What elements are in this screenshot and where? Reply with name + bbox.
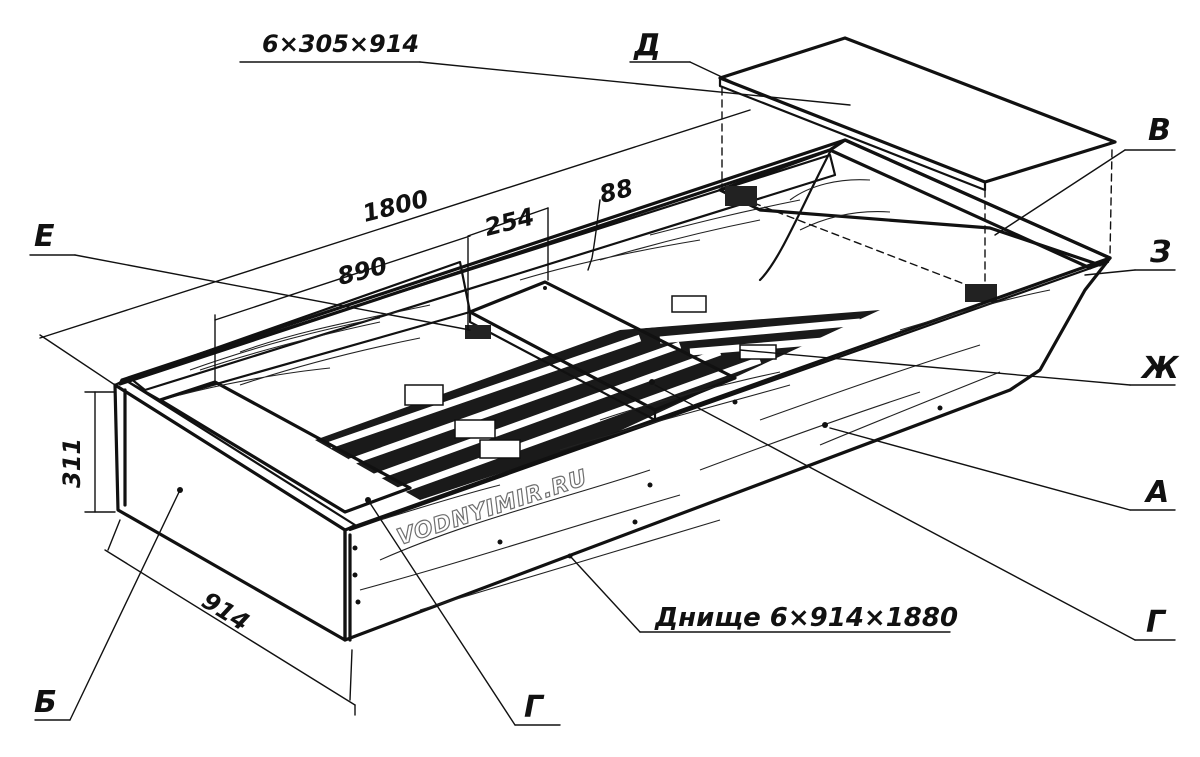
dim-length-1800: 1800 xyxy=(360,184,432,227)
dim-914: 914 xyxy=(197,586,254,636)
callout-g-bottom: Г xyxy=(524,690,545,725)
callout-a: А xyxy=(1144,475,1169,510)
floor-slats xyxy=(315,295,880,500)
dim-311: 311 xyxy=(58,438,86,488)
leader-lines xyxy=(29,61,1176,726)
rear-deck-panel xyxy=(718,36,1117,302)
callout-zh: Ж xyxy=(1140,351,1180,386)
bow-interior xyxy=(123,260,491,402)
dim-254: 254 xyxy=(482,203,537,242)
dim-top-panel: 6×305×914 xyxy=(262,30,419,58)
callout-g-right: Г xyxy=(1146,605,1167,640)
callout-b: Б xyxy=(34,685,57,720)
callout-z: З xyxy=(1149,235,1171,270)
dimension-lines xyxy=(39,109,751,716)
callout-e: Е xyxy=(34,219,55,254)
dim-88: 88 xyxy=(597,174,636,209)
dim-890: 890 xyxy=(335,252,390,291)
transom xyxy=(718,138,1112,282)
bow-board xyxy=(113,378,357,642)
callout-v: В xyxy=(1148,113,1171,148)
bottom-label: Днище 6×914×1880 xyxy=(654,603,958,633)
callout-d: Д xyxy=(633,28,661,63)
